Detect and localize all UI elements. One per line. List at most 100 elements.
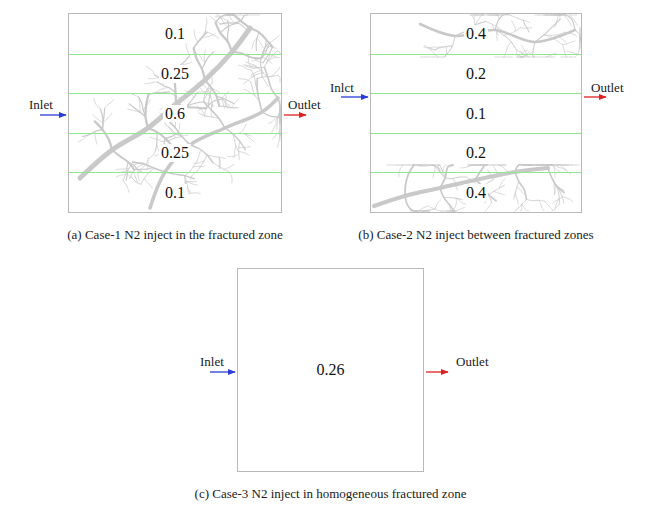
fracture-line xyxy=(522,204,529,211)
fracture-line xyxy=(493,165,498,175)
fracture-line xyxy=(245,134,253,142)
fracture-line xyxy=(515,199,527,211)
fracture-line xyxy=(426,57,444,58)
fracture-line xyxy=(515,172,526,199)
fracture-line xyxy=(100,109,103,130)
fracture-line xyxy=(555,15,559,27)
fracture-line xyxy=(220,21,241,24)
fracture-line xyxy=(213,163,229,172)
fracture-line xyxy=(139,99,140,112)
porosity-band: 0.2 xyxy=(371,133,581,173)
fracture-line xyxy=(485,165,506,166)
fracture-line xyxy=(504,28,521,35)
fracture-line xyxy=(419,206,429,211)
fracture-line xyxy=(146,66,155,75)
fracture-line xyxy=(496,15,499,19)
panel-caption: (c) Case-3 N2 inject in homogeneous frac… xyxy=(195,486,467,502)
fracture-line xyxy=(272,123,278,133)
fracture-line xyxy=(526,199,544,201)
flow-arrows xyxy=(40,97,606,372)
fracture-line xyxy=(190,145,213,163)
fracture-line xyxy=(387,165,396,166)
fracture-line xyxy=(561,57,571,58)
fracture-line xyxy=(246,66,259,68)
fracture-line xyxy=(270,35,279,42)
porosity-band: 0.2 xyxy=(371,54,581,94)
fracture-line xyxy=(251,82,260,101)
fracture-line xyxy=(105,99,114,108)
fracture-line xyxy=(248,15,260,16)
fracture-line xyxy=(185,162,197,176)
fracture-line xyxy=(543,15,552,16)
panel-caption: (b) Case-2 N2 inject between fractured z… xyxy=(358,227,593,243)
fracture-line xyxy=(552,165,572,166)
fracture-line xyxy=(252,38,257,48)
fracture-line xyxy=(144,178,152,188)
case-panel: (a) Case-1 N2 inject in the fractured zo… xyxy=(68,13,282,213)
fracture-line xyxy=(432,165,443,171)
fracture-line xyxy=(241,15,248,21)
fracture-line xyxy=(374,168,548,206)
fracture-line xyxy=(399,165,403,177)
fracture-line xyxy=(194,30,197,42)
fracture-line xyxy=(488,15,498,16)
fracture-line xyxy=(539,15,559,16)
fracture-line xyxy=(193,160,204,163)
flow-arrow xyxy=(210,371,235,372)
fracture-line xyxy=(244,76,255,83)
fracture-line xyxy=(162,137,182,142)
inlet-label: Inlet xyxy=(29,97,53,113)
outlet-label: Outlet xyxy=(456,354,489,370)
fracture-line xyxy=(150,137,162,141)
fracture-line xyxy=(535,19,560,42)
fracture-line xyxy=(194,31,206,48)
band-value: 0.2 xyxy=(464,144,488,162)
fracture-line xyxy=(444,197,462,199)
flow-arrow xyxy=(284,114,306,115)
fracture-line xyxy=(572,165,579,166)
fracture-line xyxy=(197,106,205,116)
fracture-line xyxy=(239,152,250,156)
fracture-line xyxy=(495,15,510,30)
fracture-line xyxy=(454,198,456,209)
fracture-line xyxy=(103,113,112,123)
fracture-line xyxy=(229,172,232,183)
fracture-line xyxy=(253,57,263,63)
fracture-line xyxy=(94,98,100,109)
fracture-line xyxy=(138,169,140,180)
fracture-line xyxy=(228,154,239,157)
fracture-line xyxy=(520,27,531,29)
fracture-line xyxy=(405,165,414,196)
fracture-line xyxy=(485,202,492,211)
fracture-line xyxy=(133,172,139,184)
fracture-line xyxy=(203,34,215,38)
fracture-line xyxy=(554,183,556,194)
outlet-label: Outlet xyxy=(288,97,321,113)
inlet-label: Inlct xyxy=(330,80,354,96)
fracture-line xyxy=(199,113,219,118)
case-panel: (c) Case-3 N2 inject in homogeneous frac… xyxy=(237,268,424,472)
fracture-line xyxy=(271,67,280,77)
fracture-line xyxy=(445,46,446,57)
fracture-line xyxy=(127,174,135,182)
porosity-band: 0.25 xyxy=(69,133,281,173)
fracture-line xyxy=(475,15,484,25)
fracture-line xyxy=(413,211,429,212)
fracture-line xyxy=(517,187,525,195)
flow-arrow xyxy=(40,114,66,115)
fracture-line xyxy=(471,15,483,16)
case-panel: (b) Case-2 N2 inject between fractured z… xyxy=(370,13,582,213)
fracture-line xyxy=(562,41,574,45)
fracture-line xyxy=(504,42,511,57)
fracture-line xyxy=(562,197,572,202)
fracture-line xyxy=(239,146,250,148)
fracture-line xyxy=(535,15,539,16)
fracture-line xyxy=(116,168,129,170)
fracture-line xyxy=(564,32,576,36)
fracture-line xyxy=(198,106,208,111)
fracture-line xyxy=(515,193,518,204)
band-value: 0.1 xyxy=(163,25,187,43)
fracture-line xyxy=(396,165,413,166)
fracture-line xyxy=(454,207,465,211)
fracture-line xyxy=(211,70,212,83)
